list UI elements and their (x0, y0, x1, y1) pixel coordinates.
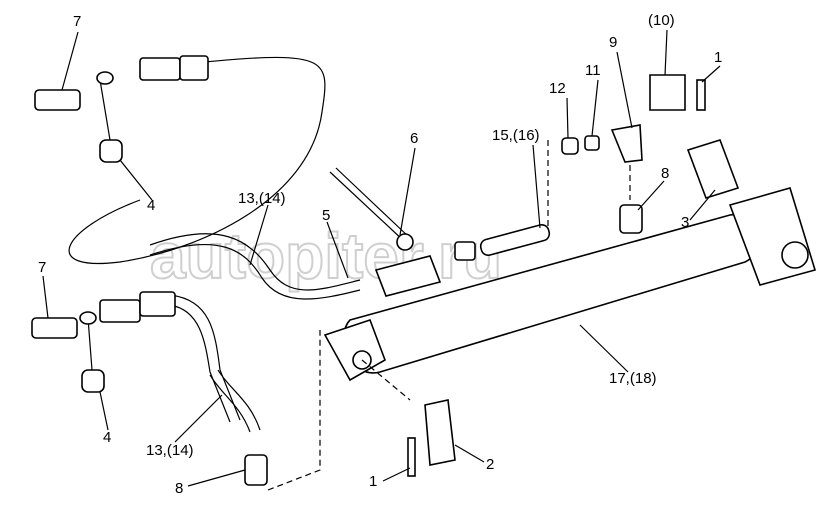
label-2: 2 (486, 456, 494, 473)
label-13-upper: 13,(14) (238, 190, 286, 207)
valve-lever-6 (329, 167, 411, 243)
coupler-7-lower (31, 291, 176, 339)
label-8-upper: 8 (661, 165, 669, 182)
label-1-upper: 1 (714, 49, 722, 66)
label-4-lower: 4 (103, 429, 111, 446)
dust-cap-4-upper (96, 71, 123, 163)
nut-12 (561, 137, 579, 155)
label-5: 5 (322, 207, 330, 224)
label-11: 11 (585, 62, 601, 79)
pin-3 (686, 139, 740, 199)
hose-lower-tube (209, 369, 261, 433)
pin-1-lower (407, 437, 416, 477)
label-3: 3 (681, 214, 689, 231)
clip-2 (424, 399, 456, 466)
lever-pivot (396, 233, 414, 251)
label-13-lower: 13,(14) (146, 442, 194, 459)
ring-11 (584, 135, 600, 151)
fitting-8-lower (244, 454, 268, 486)
label-1-lower: 1 (369, 473, 377, 490)
hydraulic-cylinder-17 (323, 187, 817, 382)
leader-lines (42, 29, 721, 487)
pipe-15 (479, 223, 551, 257)
elbow-9 (610, 124, 643, 163)
label-17: 17,(18) (609, 370, 657, 387)
hose-13-upper (149, 233, 361, 300)
pin-1-upper (696, 79, 706, 111)
fitting-8-upper (619, 204, 643, 234)
label-15: 15,(16) (492, 127, 540, 144)
label-8-lower: 8 (175, 480, 183, 497)
watermark: autopiter.ru (150, 220, 502, 292)
label-10: (10) (648, 12, 675, 29)
label-7-upper: 7 (73, 13, 81, 30)
dashed-line (267, 140, 631, 491)
coupler-7-upper (34, 55, 209, 111)
nut (454, 241, 476, 261)
hose-13-lower (169, 294, 241, 423)
label-12: 12 (549, 80, 566, 97)
valve-10 (649, 74, 686, 111)
label-4-upper: 4 (147, 197, 155, 214)
label-6: 6 (410, 130, 418, 147)
label-7-lower: 7 (38, 259, 46, 276)
label-9: 9 (609, 34, 617, 51)
dust-cap-4-lower (79, 311, 105, 393)
hose-upper (68, 56, 326, 264)
